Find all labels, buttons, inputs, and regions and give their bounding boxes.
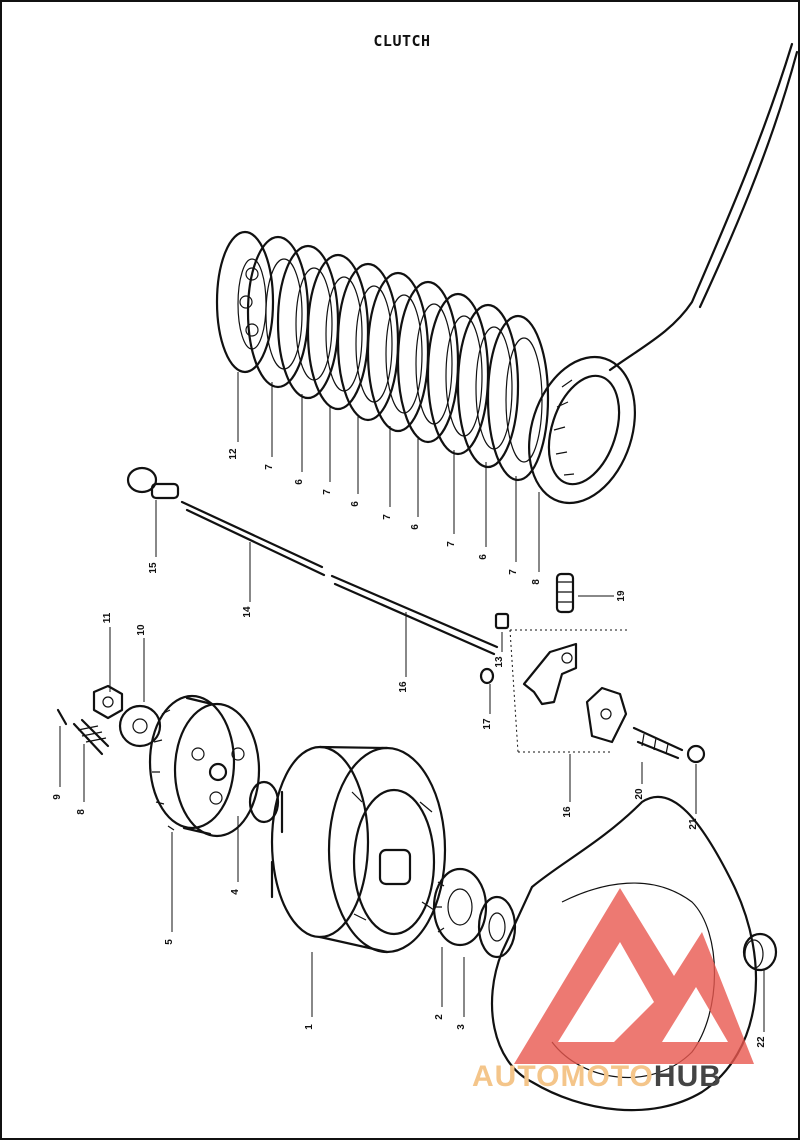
callout-21: 21 bbox=[688, 818, 699, 830]
small-gear-and-washer bbox=[432, 867, 517, 959]
watermark-text: AUTOMOTOHUB bbox=[472, 1060, 722, 1094]
watermark-part1: AUTOMOTO bbox=[472, 1060, 654, 1093]
callout-20: 20 bbox=[634, 788, 645, 800]
callout-9: 9 bbox=[52, 794, 63, 800]
callout-6: 6 bbox=[350, 501, 361, 507]
callout-3: 3 bbox=[456, 1024, 467, 1030]
watermark-logo bbox=[514, 888, 754, 1064]
callout-7: 7 bbox=[382, 514, 393, 520]
leader-lines bbox=[59, 372, 765, 1032]
callout-1: 1 bbox=[304, 1024, 315, 1030]
callout-13: 13 bbox=[494, 656, 505, 668]
watermark-part2: HUB bbox=[653, 1060, 722, 1093]
callout-22: 22 bbox=[756, 1036, 767, 1048]
primary-gear bbox=[148, 694, 280, 838]
callout-19: 19 bbox=[616, 590, 627, 602]
clutch-housing bbox=[270, 745, 447, 954]
callout-6: 6 bbox=[478, 554, 489, 560]
callout-7: 7 bbox=[446, 541, 457, 547]
callout-17: 17 bbox=[482, 718, 493, 730]
callout-11: 11 bbox=[102, 612, 113, 623]
callout-6: 6 bbox=[294, 479, 305, 485]
clutch-cable bbox=[608, 42, 794, 372]
callout-5: 5 bbox=[164, 939, 175, 945]
callout-12: 12 bbox=[228, 448, 239, 460]
push-rod-assembly bbox=[126, 466, 499, 656]
callout-4: 4 bbox=[230, 889, 241, 895]
clutch-plate-stack bbox=[215, 230, 637, 505]
callout-numbers: 12 7 6 7 6 7 6 7 6 7 8 15 14 16 11 10 9 … bbox=[52, 448, 767, 1048]
callout-14: 14 bbox=[242, 606, 253, 618]
callout-16-release: 16 bbox=[562, 806, 573, 818]
callout-8: 8 bbox=[76, 809, 87, 815]
diagram-title: CLUTCH bbox=[373, 32, 431, 50]
callout-7: 7 bbox=[322, 489, 333, 495]
callout-15: 15 bbox=[148, 562, 159, 574]
callout-7: 7 bbox=[264, 464, 275, 470]
callout-6: 6 bbox=[410, 524, 421, 530]
callout-16: 16 bbox=[398, 681, 409, 693]
release-mechanism bbox=[479, 572, 706, 764]
callout-10: 10 bbox=[136, 624, 147, 636]
callout-8: 8 bbox=[531, 579, 542, 585]
callout-2: 2 bbox=[434, 1014, 445, 1020]
callout-7: 7 bbox=[508, 569, 519, 575]
adjuster-parts bbox=[56, 684, 162, 756]
